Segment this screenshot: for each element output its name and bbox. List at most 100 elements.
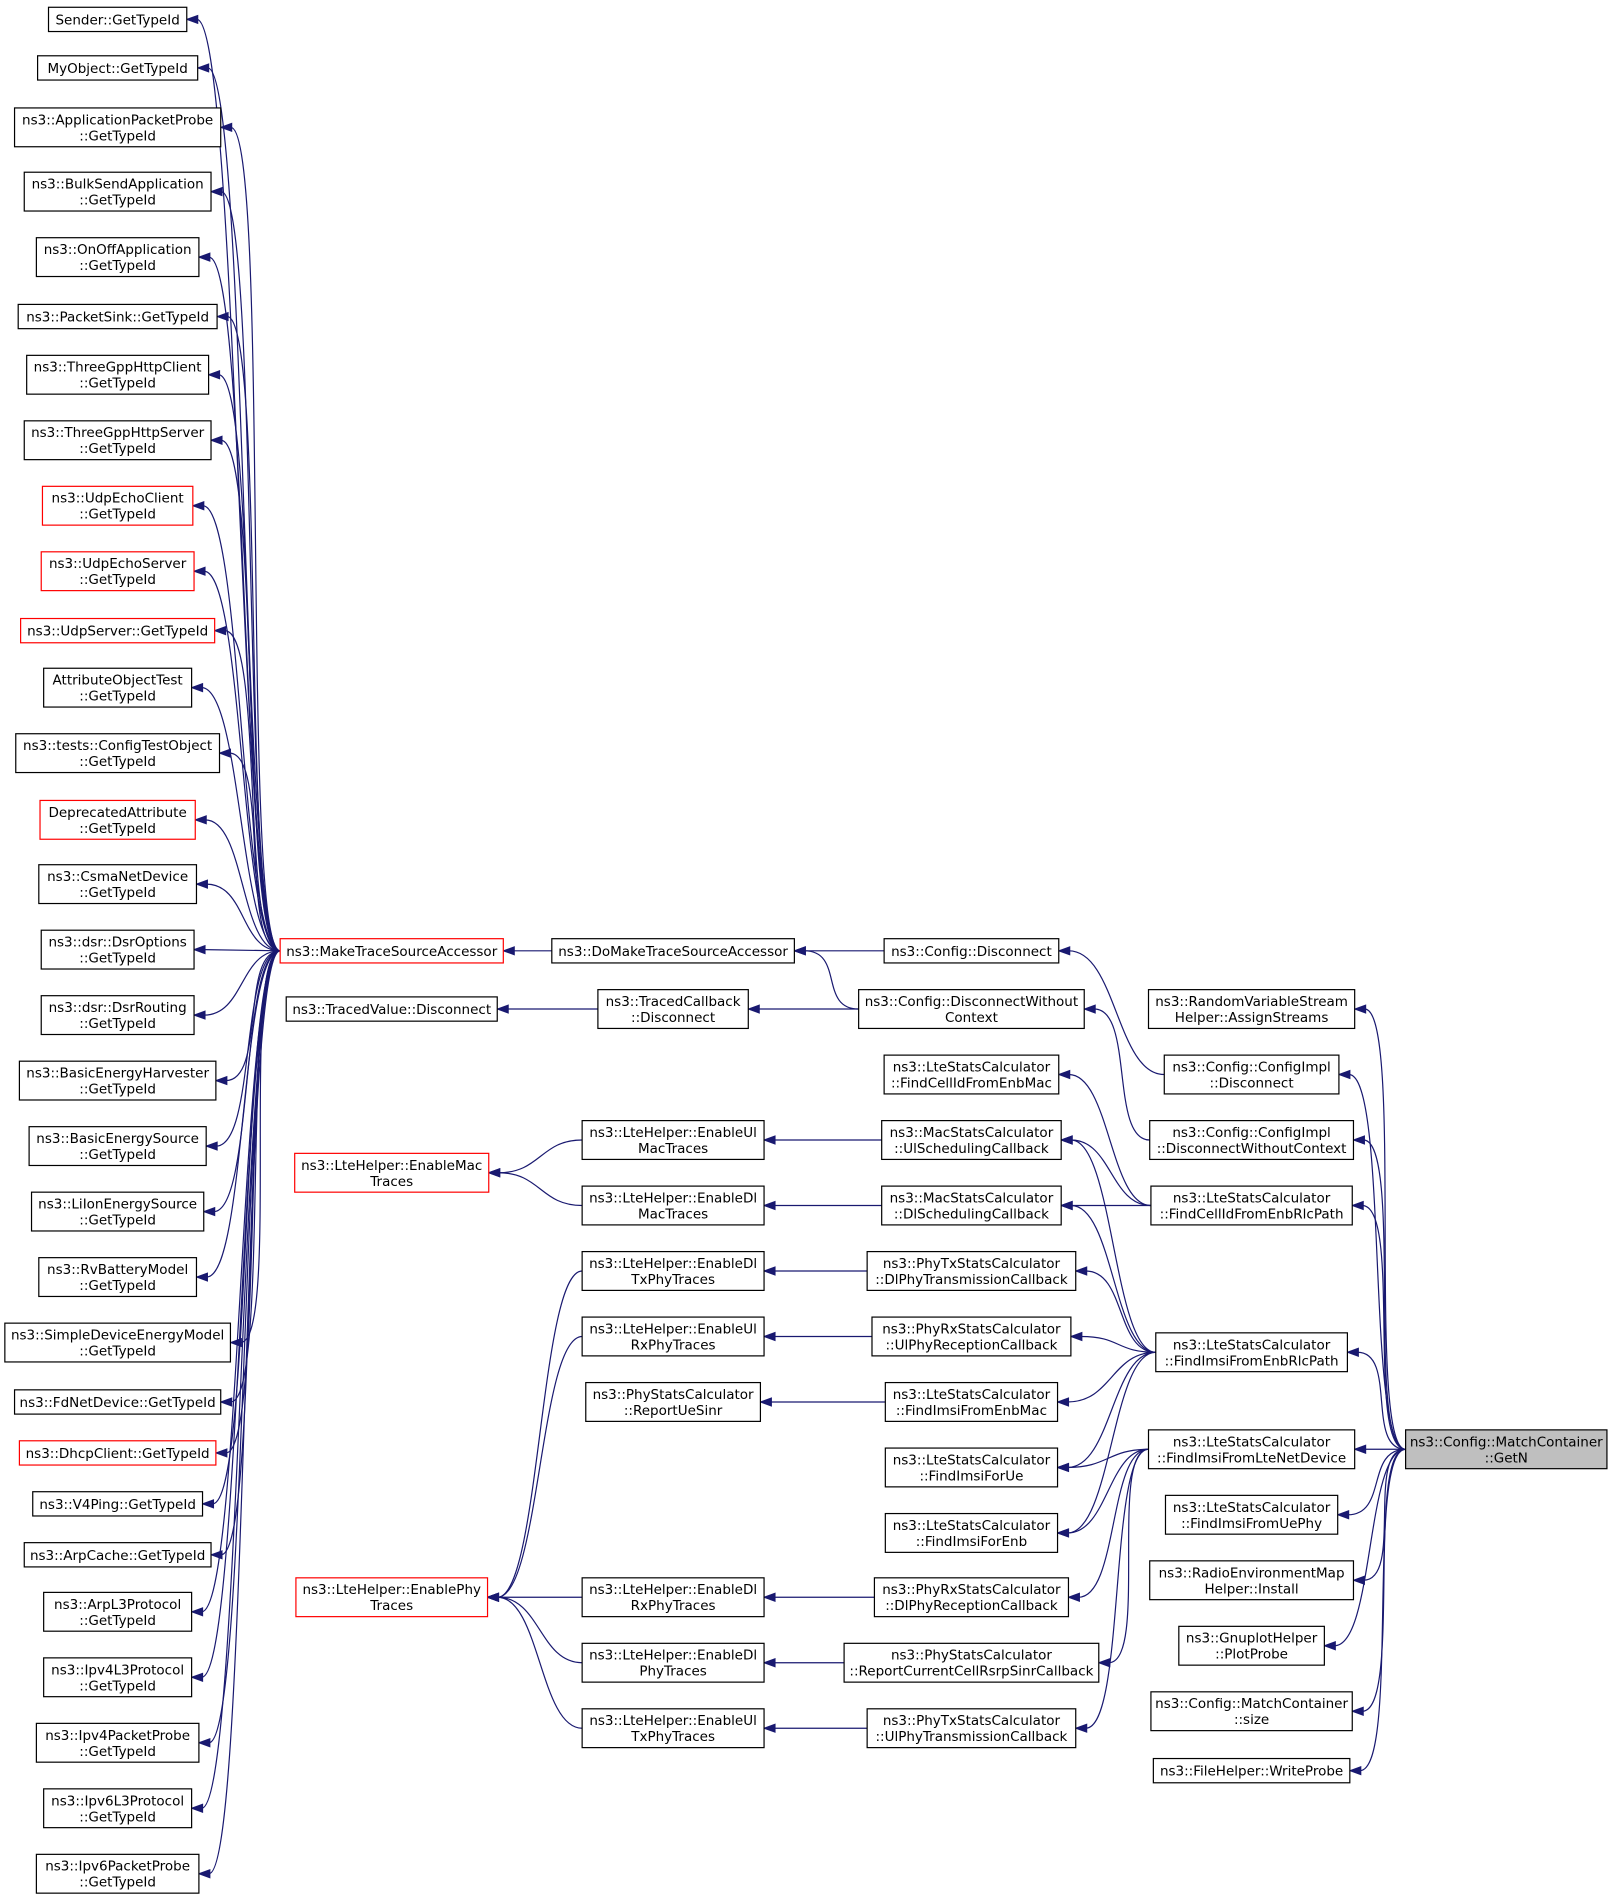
node-randomvar[interactable]: ns3::RandomVariableStreamHelper::AssignS…: [1147, 989, 1356, 1030]
edge-dlphytx-to-enabledltxphy: [762, 1266, 868, 1276]
node-csma[interactable]: ns3::CsmaNetDevice::GetTypeId: [38, 864, 198, 905]
node-findimsinet[interactable]: ns3::LteStatsCalculator::FindImsiFromLte…: [1147, 1429, 1356, 1470]
edge-maketrace-to-appprobe: [219, 122, 281, 952]
node-sender[interactable]: Sender::GetTypeId: [47, 6, 188, 33]
node-myobject[interactable]: MyObject::GetTypeId: [36, 55, 199, 81]
node-fdnet[interactable]: ns3::FdNetDevice::GetTypeId: [13, 1389, 222, 1415]
node-packetsink[interactable]: ns3::PacketSink::GetTypeId: [17, 303, 218, 330]
node-arpl3[interactable]: ns3::ArpL3Protocol::GetTypeId: [43, 1591, 193, 1632]
edge-arrowhead: [207, 370, 221, 380]
function-nodes: Sender::GetTypeIdMyObject::GetTypeIdns3:…: [4, 6, 1608, 1894]
node-box: [581, 1708, 765, 1749]
node-tracedvalue[interactable]: ns3::TracedValue::Disconnect: [285, 996, 498, 1022]
node-box: [43, 1591, 193, 1632]
node-energysource[interactable]: ns3::BasicEnergySource::GetTypeId: [28, 1126, 207, 1167]
node-simpleenergy[interactable]: ns3::SimpleDeviceEnergyModel::GetTypeId: [4, 1322, 232, 1363]
node-box: [1147, 1429, 1356, 1470]
edge-findimsinet-to-findimsienb: [1056, 1448, 1149, 1538]
node-dhcp[interactable]: ns3::DhcpClient::GetTypeId: [18, 1440, 217, 1466]
node-dlphyrx[interactable]: ns3::PhyRxStatsCalculator::DlPhyReceptio…: [873, 1577, 1070, 1618]
node-ulsched[interactable]: ns3::MacStatsCalculator::UlSchedulingCal…: [881, 1120, 1062, 1161]
edge-line: [1334, 1448, 1406, 1647]
node-findcellmac[interactable]: ns3::LteStatsCalculator::FindCellIdFromE…: [883, 1054, 1060, 1095]
node-harvester[interactable]: ns3::BasicEnergyHarvester::GetTypeId: [18, 1060, 217, 1101]
node-deprecated[interactable]: DeprecatedAttribute::GetTypeId: [39, 799, 196, 840]
node-matchsize[interactable]: ns3::Config::MatchContainer::size: [1150, 1691, 1353, 1732]
node-ipv4probe[interactable]: ns3::Ipv4PacketProbe::GetTypeId: [35, 1722, 200, 1763]
node-label: ns3::RvBatteryModel: [47, 1262, 188, 1278]
node-cfgdisconnect[interactable]: ns3::Config::Disconnect: [883, 938, 1060, 964]
edge-cfgdiscnoctx-to-domaketrace: [792, 946, 859, 1010]
node-findimsiue[interactable]: ns3::LteStatsCalculator::FindImsiForUe: [884, 1447, 1059, 1488]
node-reportuesinr[interactable]: ns3::PhyStatsCalculator::ReportUeSinr: [585, 1381, 762, 1422]
edge-arrowhead: [192, 944, 206, 955]
node-label: ns3::PhyTxStatsCalculator: [883, 1713, 1061, 1729]
node-ulphyrx[interactable]: ns3::PhyRxStatsCalculator::UlPhyReceptio…: [871, 1316, 1072, 1357]
node-ulphytx[interactable]: ns3::PhyTxStatsCalculator::UlPhyTransmis…: [866, 1708, 1077, 1749]
node-cfgimpldisc[interactable]: ns3::Config::ConfigImpl::Disconnect: [1163, 1054, 1340, 1095]
node-findimsiuephy[interactable]: ns3::LteStatsCalculator::FindImsiFromUeP…: [1164, 1494, 1339, 1535]
node-udpserver[interactable]: ns3::UdpServer::GetTypeId: [20, 617, 216, 644]
node-v4ping[interactable]: ns3::V4Ping::GetTypeId: [32, 1491, 204, 1517]
node-findcellrlc[interactable]: ns3::LteStatsCalculator::FindCellIdFromE…: [1150, 1185, 1353, 1226]
node-cfgimplnoctx[interactable]: ns3::Config::ConfigImpl::DisconnectWitho…: [1149, 1120, 1355, 1161]
node-dsroptions[interactable]: ns3::dsr::DsrOptions::GetTypeId: [40, 929, 195, 970]
node-getn[interactable]: ns3::Config::MatchContainer::GetN: [1405, 1429, 1608, 1470]
node-label: ns3::RandomVariableStream: [1155, 994, 1348, 1010]
edge-arrowhead: [214, 1448, 228, 1458]
node-ipv4l3[interactable]: ns3::Ipv4L3Protocol::GetTypeId: [43, 1657, 193, 1698]
node-arpcache[interactable]: ns3::ArpCache::GetTypeId: [23, 1542, 212, 1568]
node-httpserver[interactable]: ns3::ThreeGppHttpServer::GetTypeId: [23, 420, 212, 461]
node-label: ns3::LteHelper::EnableDl: [589, 1648, 757, 1664]
node-onoff[interactable]: ns3::OnOffApplication::GetTypeId: [35, 237, 200, 278]
node-appprobe[interactable]: ns3::ApplicationPacketProbe::GetTypeId: [13, 107, 222, 148]
edge-line: [1094, 1008, 1150, 1141]
node-findimsienb[interactable]: ns3::LteStatsCalculator::FindImsiForEnb: [884, 1512, 1059, 1553]
node-findimsirlc[interactable]: ns3::LteStatsCalculator::FindImsiFromEnb…: [1155, 1332, 1349, 1373]
edge-arrowhead: [486, 1592, 500, 1602]
node-dsrrouting[interactable]: ns3::dsr::DsrRouting::GetTypeId: [40, 995, 195, 1036]
node-ipv6l3[interactable]: ns3::Ipv6L3Protocol::GetTypeId: [43, 1788, 193, 1829]
node-findimsimac[interactable]: ns3::LteStatsCalculator::FindImsiFromEnb…: [884, 1381, 1059, 1422]
node-gnuplot[interactable]: ns3::GnuplotHelper::PlotProbe: [1178, 1625, 1325, 1666]
edge-maketrace-to-configtest: [218, 748, 281, 952]
node-rvbattery[interactable]: ns3::RvBatteryModel::GetTypeId: [38, 1257, 198, 1298]
node-domaketrace[interactable]: ns3::DoMakeTraceSourceAccessor: [551, 938, 795, 964]
node-liion[interactable]: ns3::LiIonEnergySource::GetTypeId: [30, 1191, 205, 1232]
node-label: ::GetTypeId: [79, 193, 156, 209]
node-rsrpsinr[interactable]: ns3::PhyStatsCalculator::ReportCurrentCe…: [843, 1642, 1100, 1683]
edge-line: [498, 1139, 583, 1174]
node-bulksend[interactable]: ns3::BulkSendApplication::GetTypeId: [23, 171, 212, 212]
node-ipv6probe[interactable]: ns3::Ipv6PacketProbe::GetTypeId: [35, 1853, 200, 1894]
edge-maketrace-to-ipv6probe: [197, 950, 281, 1879]
node-udpechoclient[interactable]: ns3::UdpEchoClient::GetTypeId: [41, 485, 194, 526]
node-filehelper[interactable]: ns3::FileHelper::WriteProbe: [1152, 1757, 1351, 1784]
node-dlsched[interactable]: ns3::MacStatsCalculator::DlSchedulingCal…: [881, 1185, 1062, 1226]
node-cfgdiscnoctx[interactable]: ns3::Config::DisconnectWithoutContext: [858, 989, 1085, 1030]
node-attrtest[interactable]: AttributeObjectTest::GetTypeId: [43, 667, 193, 708]
node-maketrace[interactable]: ns3::MakeTraceSourceAccessor: [279, 938, 504, 964]
node-dlphytx[interactable]: ns3::PhyTxStatsCalculator::DlPhyTransmis…: [866, 1250, 1077, 1291]
node-tracedcb[interactable]: ns3::TracedCallback::Disconnect: [597, 989, 749, 1030]
edge-line: [1078, 1448, 1149, 1598]
node-httpclient[interactable]: ns3::ThreeGppHttpClient::GetTypeId: [26, 354, 210, 395]
edge-findimsirlc-to-findimsienb: [1056, 1351, 1156, 1538]
edge-maketrace-to-sender: [185, 14, 281, 952]
node-label: ns3::LteStatsCalculator: [1173, 1191, 1331, 1207]
node-label: ::GetTypeId: [79, 754, 156, 770]
node-configtest[interactable]: ns3::tests::ConfigTestObject::GetTypeId: [15, 733, 221, 774]
edge-arrowhead: [762, 1723, 776, 1733]
edge-arrowhead: [218, 748, 232, 758]
edge-maketrace-to-httpserver: [209, 435, 281, 952]
node-udpechoserver[interactable]: ns3::UdpEchoServer::GetTypeId: [40, 551, 195, 592]
